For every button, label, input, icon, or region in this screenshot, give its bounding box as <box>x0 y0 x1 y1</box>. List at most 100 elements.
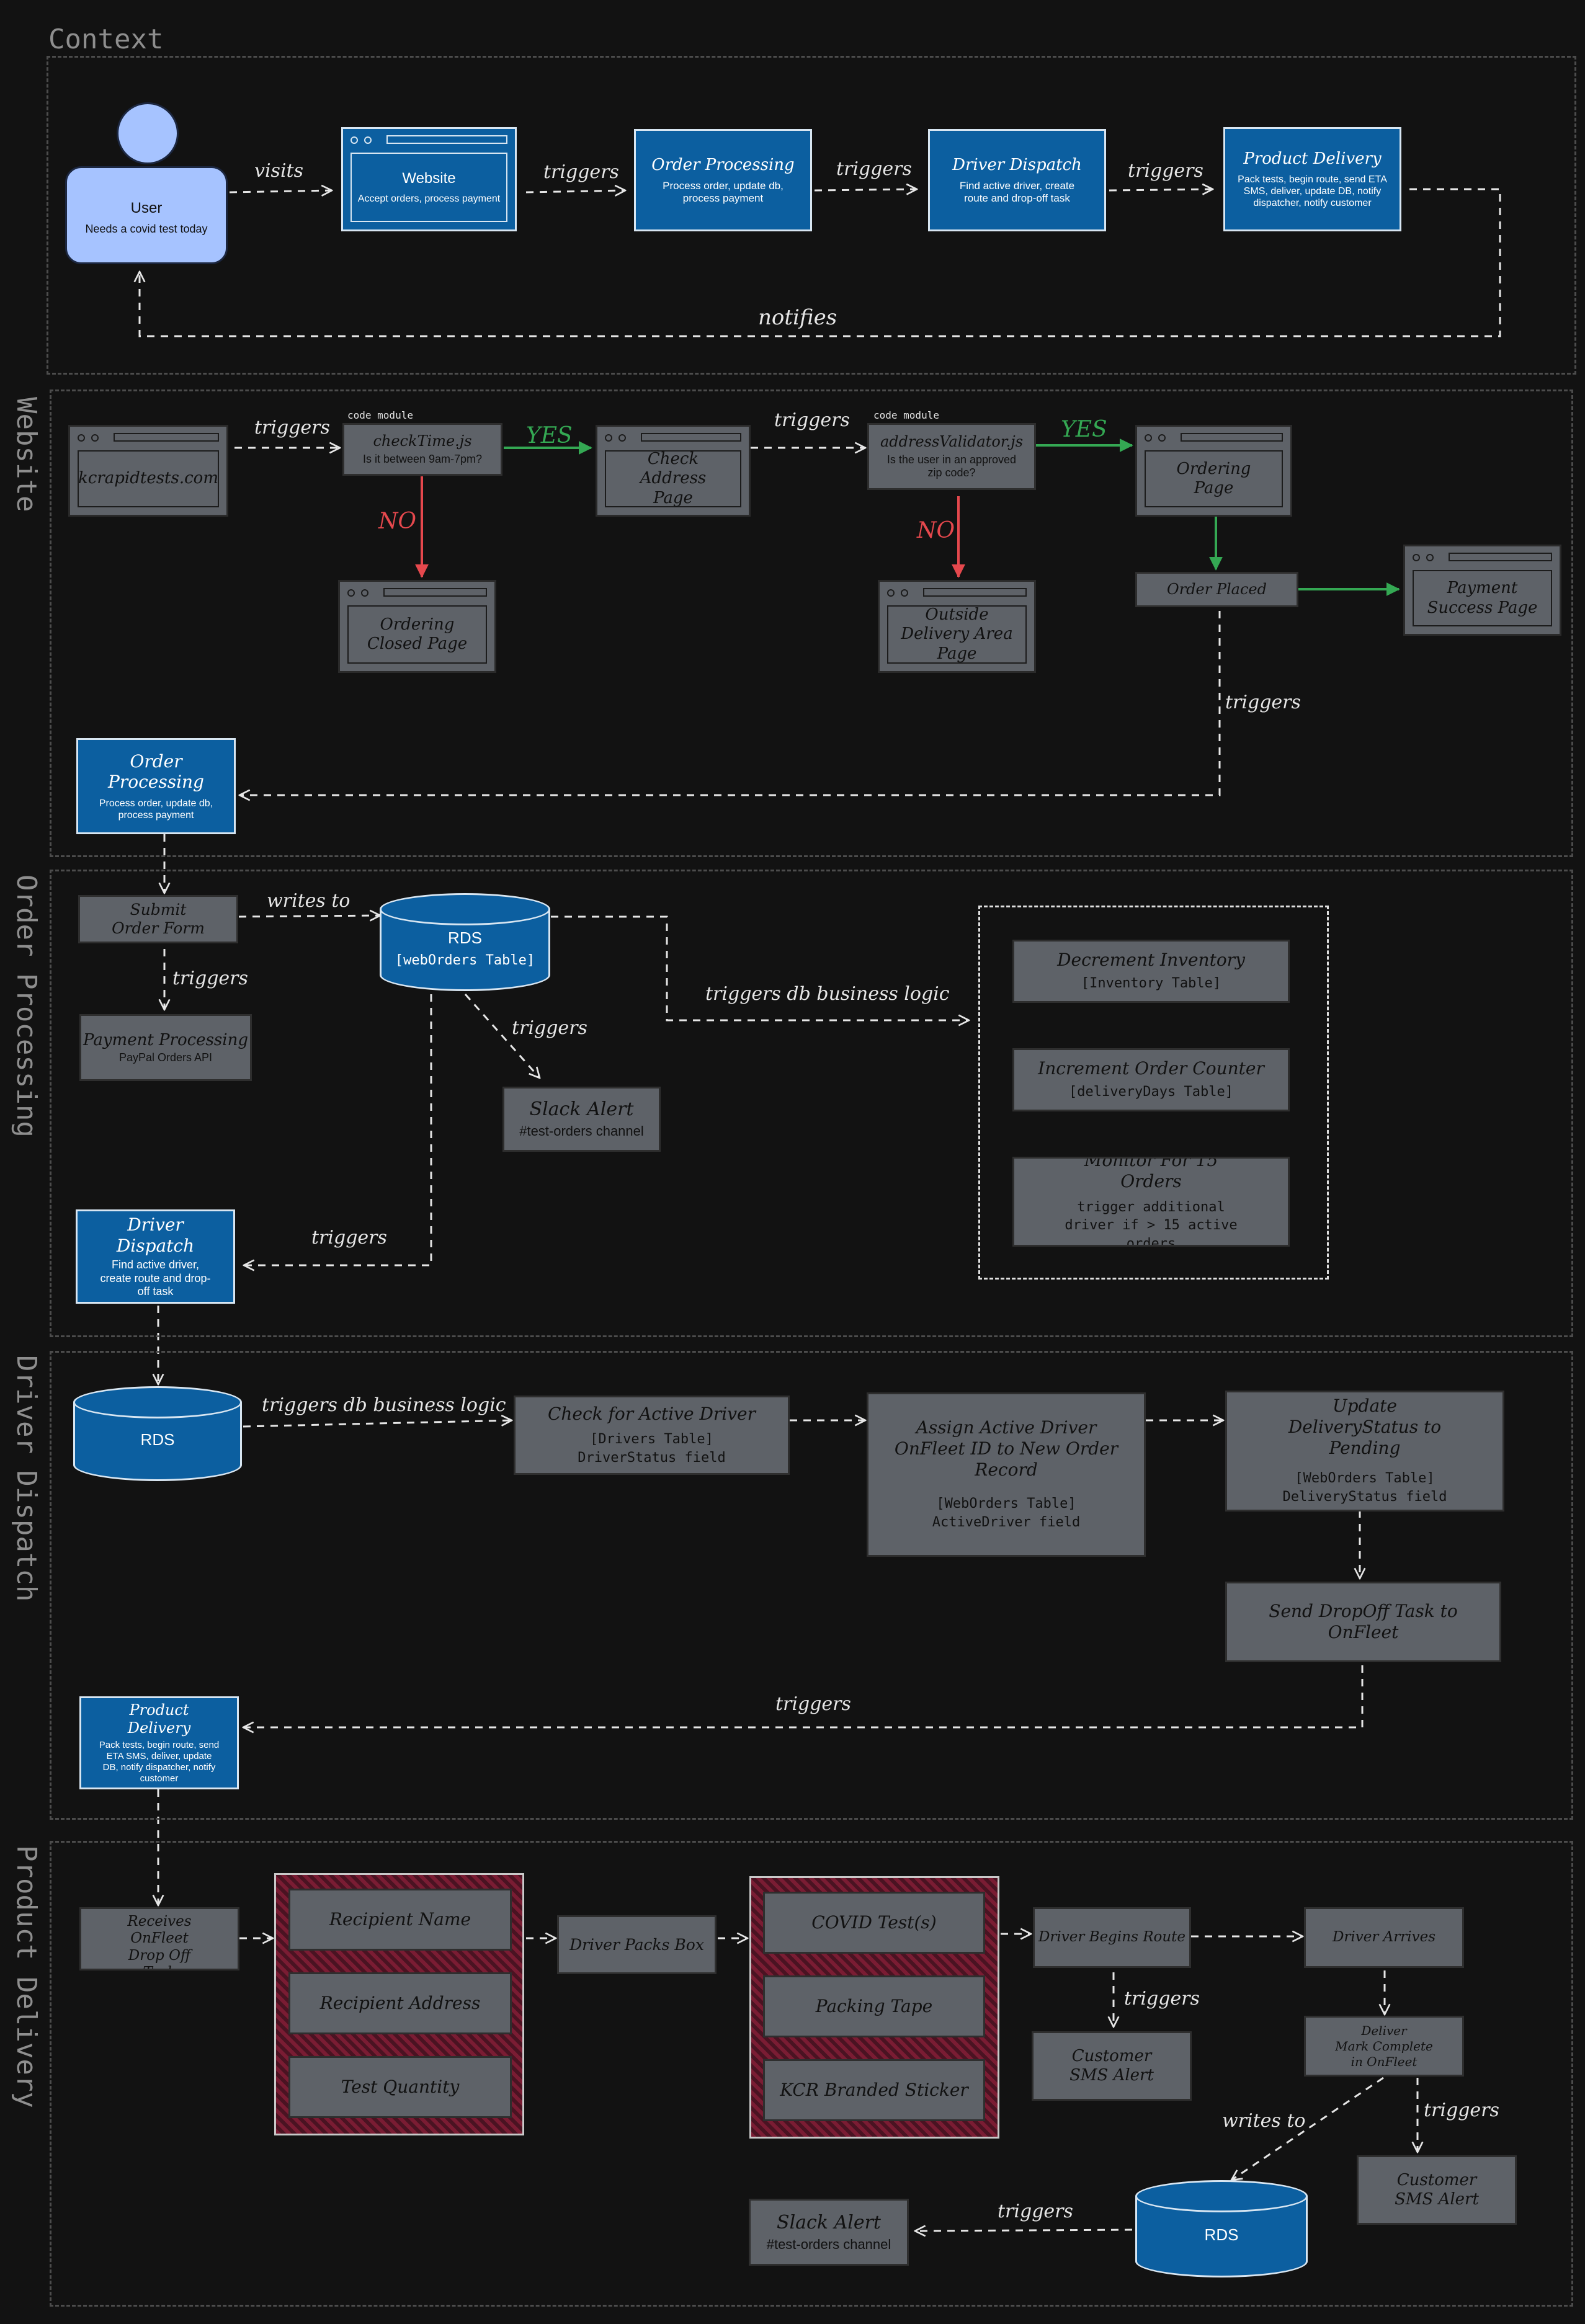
user-actor: User Needs a covid test today <box>65 166 228 264</box>
label-triggers-c1: triggers <box>543 161 619 183</box>
covid-tests-label: COVID Test(s) <box>811 1912 937 1933</box>
arrow-deliver-rds <box>1231 2077 1384 2180</box>
label-triggers-w1: triggers <box>254 417 330 439</box>
context-order-processing-title: Order Processing <box>651 155 795 174</box>
context-driver-dispatch-title: Driver Dispatch <box>952 155 1082 174</box>
code-module-tag-2: code module <box>873 409 939 421</box>
section-title-website: Website <box>11 397 42 512</box>
payment-processing-title: Payment Processing <box>83 1030 248 1049</box>
customer-sms-2-label: Customer SMS Alert <box>1395 2170 1479 2209</box>
customer-sms-1-label: Customer SMS Alert <box>1069 2046 1154 2085</box>
arrow-submit-rds <box>238 915 380 917</box>
arrow-rds-logic <box>551 915 969 1020</box>
driver-arrives-label: Driver Arrives <box>1332 1929 1436 1946</box>
label-triggers-pd3: triggers <box>998 2201 1073 2222</box>
db-business-logic-group <box>978 906 1329 1280</box>
section-title-driver-dispatch: Driver Dispatch <box>11 1355 42 1602</box>
label-triggers-op1: triggers <box>172 968 248 989</box>
label-triggers-op3: triggers <box>311 1227 387 1249</box>
outside-delivery-label: Outside Delivery Area Page <box>901 605 1013 663</box>
driver-receives-box: Driver Receives OnFleet Drop Off Task <box>79 1907 239 1970</box>
assign-driver-box: Assign Active Driver OnFleet ID to New O… <box>867 1392 1146 1557</box>
driver-packs-label: Driver Packs Box <box>569 1935 704 1954</box>
rds-table: [webOrders Table] <box>395 953 535 968</box>
driver-begins-route-box: Driver Begins Route <box>1033 1907 1191 1968</box>
dd-product-delivery-title: Product Delivery <box>127 1701 191 1737</box>
arrow-user-website <box>229 190 332 192</box>
check-active-driver-box: Check for Active Driver [Drivers Table] … <box>514 1396 790 1475</box>
customer-sms-box-1: Customer SMS Alert <box>1032 2031 1192 2101</box>
payment-processing-desc: PayPal Orders API <box>118 1051 213 1064</box>
submit-order-form: Submit Order Form <box>78 895 238 943</box>
context-driver-dispatch-desc: Find active driver, create route and dro… <box>959 179 1075 205</box>
packing-tape-box: Packing Tape <box>763 1975 985 2037</box>
driver-packs-box: Driver Packs Box <box>557 1915 717 1974</box>
arrow-rds-dispatch <box>244 994 432 1265</box>
user-desc: Needs a covid test today <box>85 222 208 235</box>
payment-success-label: Payment Success Page <box>1427 579 1538 617</box>
label-yes-2: YES <box>1061 417 1107 442</box>
update-status-box: Update DeliveryStatus to Pending [WebOrd… <box>1225 1391 1504 1511</box>
section-order-processing <box>50 870 1573 1337</box>
label-writes-to-op: writes to <box>267 890 350 912</box>
recipient-address-box: Recipient Address <box>288 1972 512 2034</box>
increment-table: [deliveryDays Table] <box>1069 1084 1233 1100</box>
dd-product-delivery-box: Product Delivery Pack tests, begin route… <box>79 1696 239 1789</box>
customer-sms-box-2: Customer SMS Alert <box>1357 2155 1517 2225</box>
label-triggers-c3: triggers <box>1128 160 1203 182</box>
packing-tape-label: Packing Tape <box>815 1996 933 2017</box>
outside-delivery-page: Outside Delivery Area Page <box>878 580 1036 673</box>
context-website-title: Website <box>402 170 456 187</box>
arrow-dispatch-delivery <box>1109 189 1213 190</box>
decrement-title: Decrement Inventory <box>1057 950 1245 971</box>
section-product-delivery <box>50 1841 1573 2307</box>
label-triggers-dd: triggers <box>775 1693 851 1715</box>
arrow-orderproc-dispatch <box>814 189 917 190</box>
website-order-processing-title: Order Processing <box>108 750 204 793</box>
op-driver-dispatch-desc: Find active driver, create route and dro… <box>100 1258 211 1298</box>
test-quantity-box: Test Quantity <box>288 2056 512 2118</box>
context-order-processing-desc: Process order, update db, process paymen… <box>663 179 784 205</box>
increment-counter-box: Increment Order Counter [deliveryDays Ta… <box>1012 1048 1290 1111</box>
monitor-orders-box: Monitor For 15 Orders trigger additional… <box>1012 1157 1290 1247</box>
slack-alert-op-desc: #test-orders channel <box>519 1123 644 1139</box>
ordering-closed-label: Ordering Closed Page <box>367 615 468 653</box>
order-placed-box: Order Placed <box>1135 572 1298 607</box>
ordering-closed-page: Ordering Closed Page <box>338 580 496 673</box>
check-driver-title: Check for Active Driver <box>547 1403 756 1424</box>
begins-route-label: Driver Begins Route <box>1038 1929 1186 1946</box>
decrement-inventory-box: Decrement Inventory [Inventory Table] <box>1012 940 1290 1003</box>
website-order-processing-box: Order Processing Process order, update d… <box>76 738 236 834</box>
dd-product-delivery-desc: Pack tests, begin route, send ETA SMS, d… <box>99 1739 220 1784</box>
kcr-sticker-box: KCR Branded Sticker <box>763 2059 985 2121</box>
increment-title: Increment Order Counter <box>1038 1058 1264 1079</box>
label-writes-to-pd: writes to <box>1222 2110 1306 2132</box>
address-validator-desc: Is the user in an approved zip code? <box>886 453 1017 479</box>
label-db-logic-dd: triggers db business logic <box>262 1394 506 1416</box>
address-validator-title: addressValidator.js <box>880 433 1024 450</box>
rds-dispatch-label: RDS <box>140 1430 175 1449</box>
context-product-delivery-title: Product Delivery <box>1243 149 1382 168</box>
label-triggers-pd1: triggers <box>1124 1988 1200 2010</box>
kcrapidtests-label: kcrapidtests.com <box>78 469 218 488</box>
update-status-fields: [WebOrders Table] DeliveryStatus field <box>1282 1471 1447 1505</box>
context-product-delivery-box: Product Delivery Pack tests, begin route… <box>1223 127 1401 231</box>
recipient-name-label: Recipient Name <box>329 1909 471 1930</box>
rds-dispatch-cylinder: RDS <box>73 1386 242 1481</box>
arrow-send-delivery <box>243 1665 1364 1727</box>
context-driver-dispatch-box: Driver Dispatch Find active driver, crea… <box>928 129 1106 231</box>
deliver-label: Deliver Mark Complete in OnFleet <box>1335 2023 1433 2069</box>
label-triggers-c2: triggers <box>836 158 912 180</box>
label-visits: visits <box>254 160 303 182</box>
context-website-box: Website Accept orders, process payment <box>341 127 517 231</box>
update-status-title: Update DeliveryStatus to Pending <box>1288 1396 1442 1458</box>
checktime-desc: Is it between 9am-7pm? <box>362 453 483 466</box>
ordering-label: Ordering Page <box>1176 459 1251 497</box>
label-yes-1: YES <box>526 423 573 448</box>
slack-alert-pd-desc: #test-orders channel <box>766 2236 891 2252</box>
submit-order-label: Submit Order Form <box>112 901 205 937</box>
label-triggers-op2: triggers <box>512 1017 587 1039</box>
code-module-tag-1: code module <box>347 409 413 421</box>
